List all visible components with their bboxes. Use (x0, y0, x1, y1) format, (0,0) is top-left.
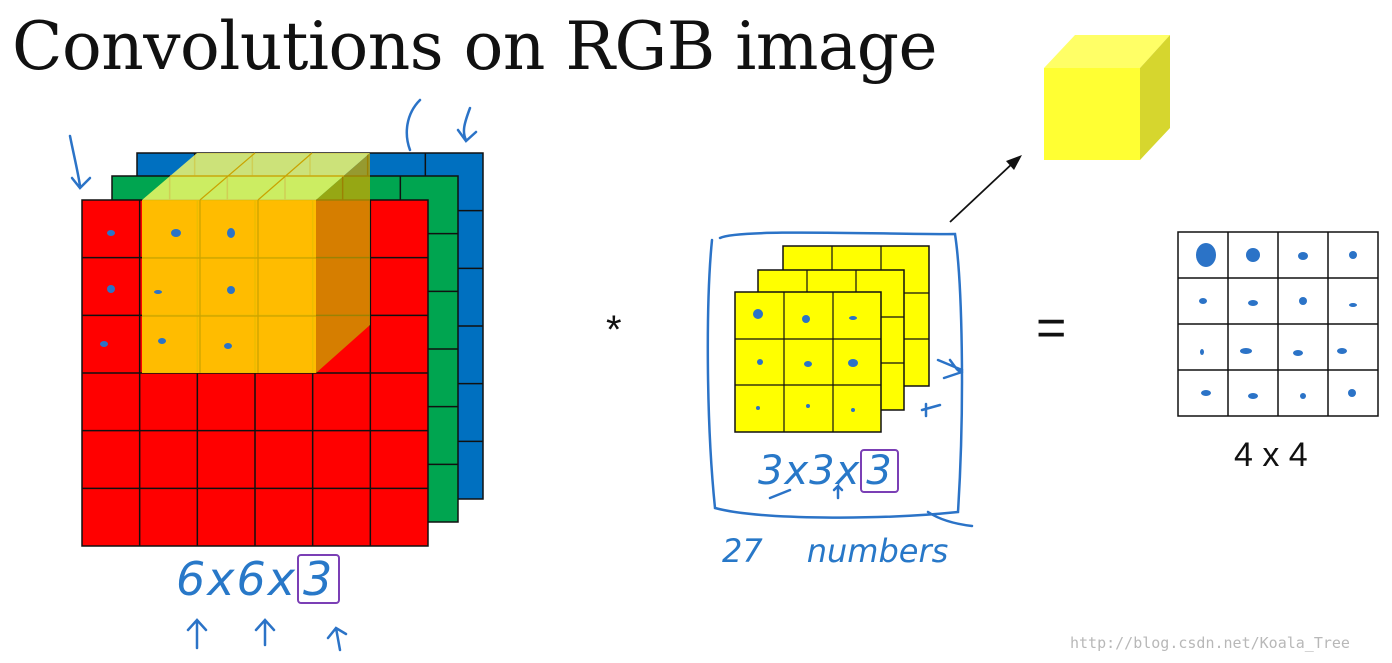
dim-rows: 3 (758, 448, 784, 494)
dim-cols: 6 (237, 552, 268, 606)
parameter-count-number: 27 (722, 532, 763, 570)
dim-x: x (836, 448, 861, 494)
cube-icon (1044, 35, 1170, 160)
dim-cols: 3 (809, 448, 835, 494)
dim-x: x (268, 552, 297, 606)
filter-channels-box: 3 (860, 449, 898, 493)
dim-rows: 6 (176, 552, 207, 606)
input-filter-overlay (142, 153, 370, 373)
dim-x: x (207, 552, 236, 606)
watermark: http://blog.csdn.net/Koala_Tree (1070, 634, 1350, 652)
equals-operator: = (1036, 298, 1066, 358)
parameter-count-label: 27 numbers (722, 532, 948, 570)
parameter-count-word: numbers (807, 532, 949, 570)
arrow-icon (188, 620, 346, 650)
input-channels-box: 3 (297, 554, 340, 604)
arrow-icon (950, 155, 1022, 222)
output-size-label: 4 x 4 (1234, 436, 1308, 475)
dim-x: x (784, 448, 809, 494)
multiply-operator: * (606, 308, 622, 353)
